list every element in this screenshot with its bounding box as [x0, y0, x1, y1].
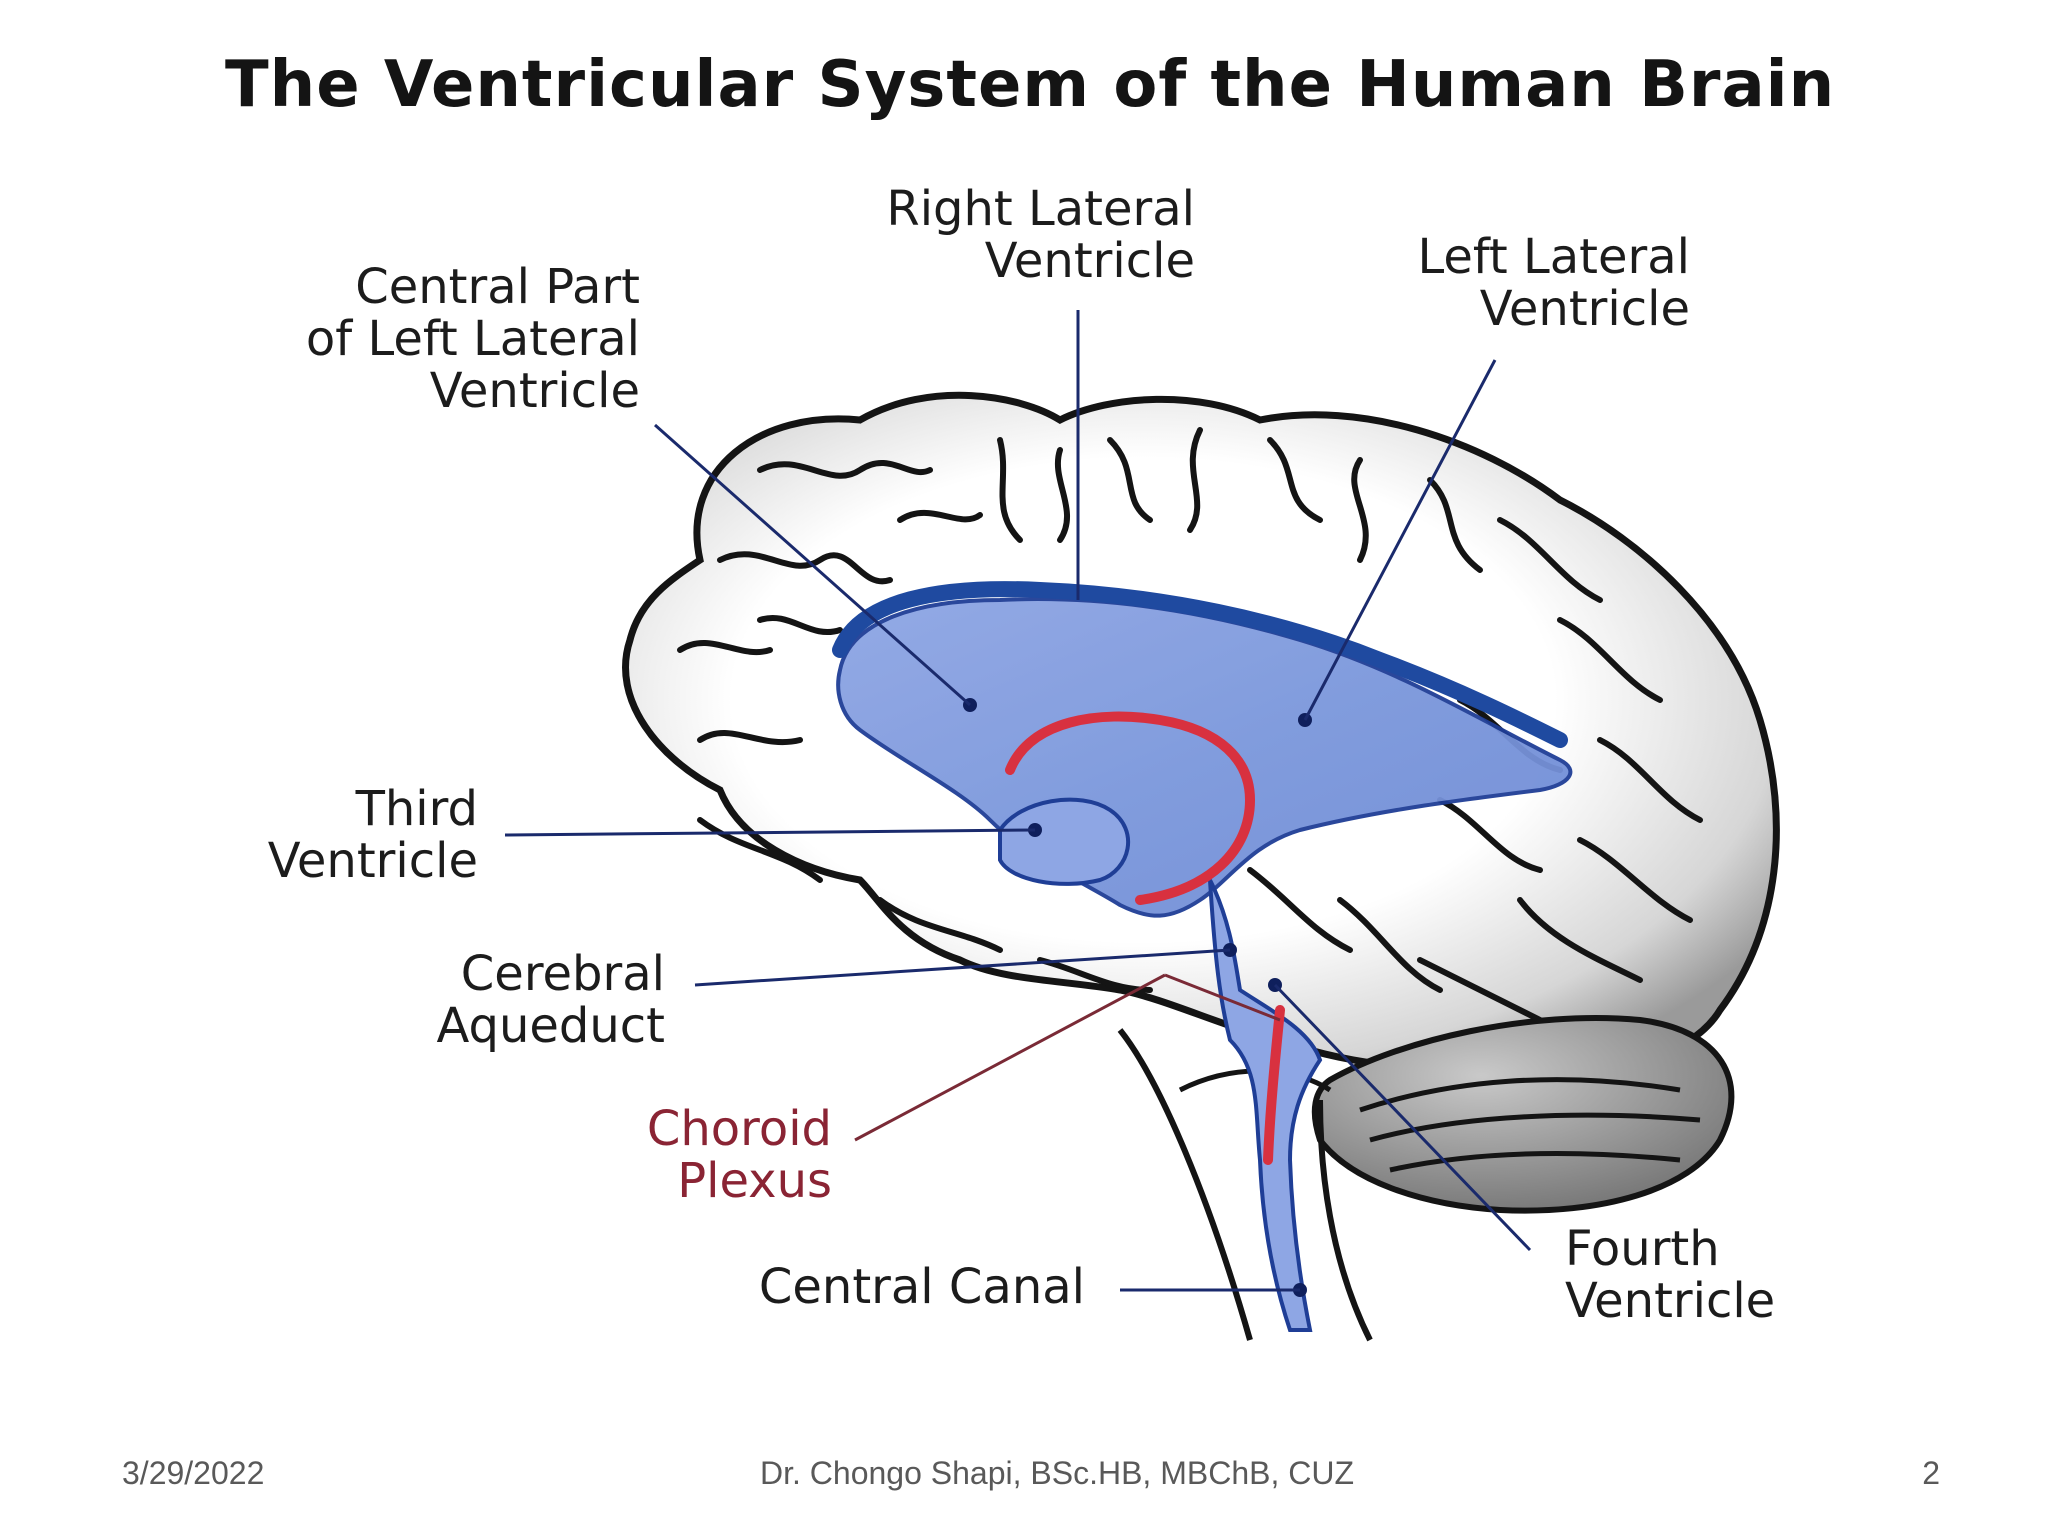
brain-sulci [677, 427, 1703, 1023]
labels: Right Lateral Ventricle Central Part of … [268, 181, 1775, 1329]
cerebellum [1311, 1015, 1735, 1214]
label-left-lateral-line1: Left Lateral [1417, 229, 1690, 285]
label-right-lateral-line2: Ventricle [985, 233, 1195, 289]
corpus-callosum-band [832, 581, 1568, 748]
label-cerebral-aqueduct-line2: Aqueduct [436, 998, 665, 1054]
choroid-plexus-shape [1005, 711, 1256, 905]
label-right-lateral-line1: Right Lateral [886, 181, 1195, 237]
third-ventricle-shape [998, 797, 1130, 886]
label-third-ventricle-line2: Ventricle [268, 833, 478, 889]
footer-date: 3/29/2022 [122, 1455, 265, 1491]
label-central-canal: Central Canal [759, 1259, 1085, 1315]
label-left-lateral-line2: Ventricle [1480, 281, 1690, 337]
label-fourth-ventricle-line1: Fourth [1565, 1221, 1720, 1277]
label-central-part-line1: Central Part [355, 259, 640, 315]
label-third-ventricle-line1: Third [355, 781, 478, 837]
footer-author: Dr. Chongo Shapi, BSc.HB, MBChB, CUZ [760, 1455, 1354, 1491]
footer-page-number: 2 [1922, 1455, 1940, 1491]
label-central-part-line2: of Left Lateral [306, 311, 640, 367]
leader-lines [504, 310, 1532, 1292]
ventricular-system [832, 581, 1573, 1332]
label-cerebral-aqueduct-line1: Cerebral [461, 946, 665, 1002]
label-fourth-ventricle-line2: Ventricle [1565, 1273, 1775, 1329]
diagram-title: The Ventricular System of the Human Brai… [225, 48, 1836, 122]
label-choroid-plexus-line1: Choroid [647, 1101, 832, 1157]
label-choroid-plexus-line2: Plexus [677, 1153, 832, 1209]
label-central-part-line3: Ventricle [430, 363, 640, 419]
